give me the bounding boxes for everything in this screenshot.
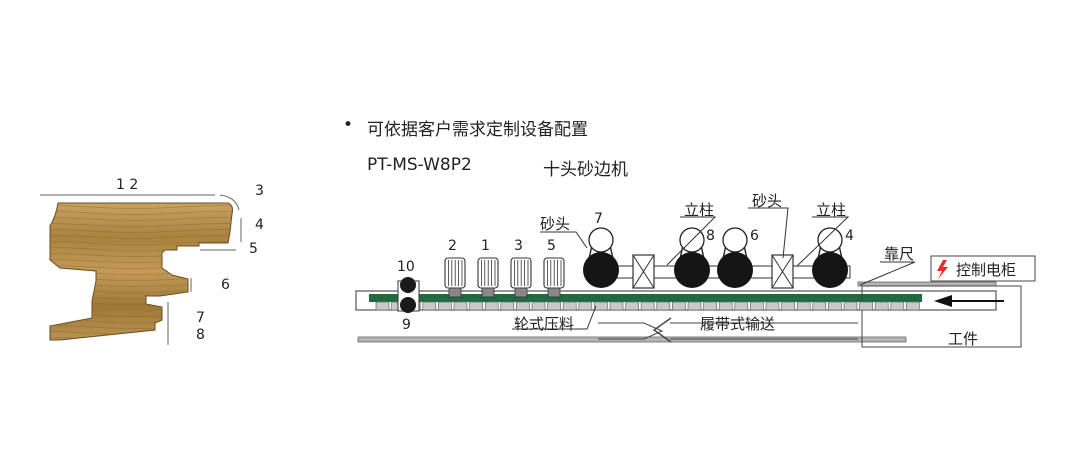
crawler-block	[531, 301, 546, 311]
sanding-head	[674, 227, 710, 288]
crawler-block	[656, 301, 671, 311]
sanding-head	[583, 227, 619, 288]
head-label-2: 2	[448, 238, 457, 254]
crawler-block	[562, 301, 577, 311]
profile-leaders	[40, 194, 242, 345]
column-label-right: 立柱	[816, 201, 847, 219]
head-label-3: 3	[514, 238, 523, 254]
roller-stack	[397, 277, 420, 313]
crawler-block	[640, 301, 655, 311]
crawler-block	[796, 301, 811, 311]
machine-name: 十头砂边机	[543, 160, 628, 180]
crawler-block	[703, 301, 717, 311]
profile-label-4: 4	[255, 217, 264, 233]
wheel-press-label: 轮式压料	[514, 315, 575, 333]
press-roller-unit	[477, 257, 499, 298]
label-leaders	[512, 207, 916, 330]
crawler-block	[890, 301, 905, 311]
control-cabinet	[930, 255, 1036, 282]
crawler-block	[578, 301, 593, 311]
sanding-units	[583, 227, 851, 289]
model-number: PT-MS-W8P2	[367, 155, 472, 175]
profile-label-7: 7	[196, 310, 205, 326]
workpiece-label: 工件	[948, 330, 979, 348]
head-label-8: 8	[706, 228, 715, 244]
head-label-5: 5	[547, 238, 556, 254]
column-label-left: 立柱	[684, 201, 715, 219]
profile-label-6: 6	[221, 277, 230, 293]
customization-note: 可依据客户需求定制设备配置	[367, 120, 588, 140]
crawler-block	[718, 301, 733, 311]
crawler-chain	[375, 301, 920, 311]
sanding-head-label-right: 砂头	[752, 192, 783, 210]
sanding-head-label-left: 砂头	[540, 215, 571, 233]
fence-label: 靠尺	[884, 245, 915, 263]
crawler-block	[812, 301, 827, 311]
crawler-block	[453, 301, 468, 311]
roller-label-9: 9	[402, 317, 411, 333]
crawler-block	[781, 301, 795, 311]
crawler-block	[484, 301, 499, 311]
crawler-block	[375, 301, 390, 311]
sanding-head	[717, 227, 753, 288]
press-roller-units	[444, 257, 565, 298]
crawler-block	[906, 301, 920, 311]
sanding-head	[812, 227, 848, 288]
head-label-4: 4	[845, 228, 854, 244]
crawler-block	[516, 301, 530, 311]
crawler-block	[422, 301, 437, 311]
profile-label-12: 1 2	[116, 177, 139, 193]
crawler-block	[765, 301, 780, 311]
crawler-block	[874, 301, 889, 311]
crawler-label: 履带式输送	[700, 315, 776, 333]
head-label-1: 1	[481, 238, 490, 254]
crawler-block	[438, 301, 452, 311]
crawler-block	[594, 301, 608, 311]
column-box-right	[771, 254, 794, 289]
profile-label-3: 3	[255, 183, 264, 199]
profile-label-8: 8	[196, 327, 205, 343]
lightning-icon	[937, 260, 948, 279]
crawler-block	[672, 301, 686, 311]
crawler-block	[625, 301, 639, 311]
crawler-block	[609, 301, 624, 311]
press-roller-unit	[444, 257, 466, 298]
head-label-7: 7	[594, 211, 603, 227]
control-cabinet-label: 控制电柜	[956, 261, 1017, 279]
crawler-block	[750, 301, 764, 311]
crawler-block	[828, 301, 842, 311]
head-label-6: 6	[750, 228, 759, 244]
column-box-left	[632, 254, 655, 289]
wood-profile	[49, 202, 233, 341]
crawler-block	[687, 301, 702, 311]
profile-label-5: 5	[249, 241, 258, 257]
crawler-block	[469, 301, 483, 311]
crawler-block	[843, 301, 858, 311]
crawler-block	[547, 301, 561, 311]
bullet: •	[343, 115, 354, 135]
crawler-block	[734, 301, 749, 311]
press-roller-unit	[510, 257, 532, 298]
press-roller-unit	[543, 257, 565, 298]
crawler-block	[859, 301, 873, 311]
roller-label-10: 10	[397, 259, 415, 275]
crawler-block	[500, 301, 515, 311]
